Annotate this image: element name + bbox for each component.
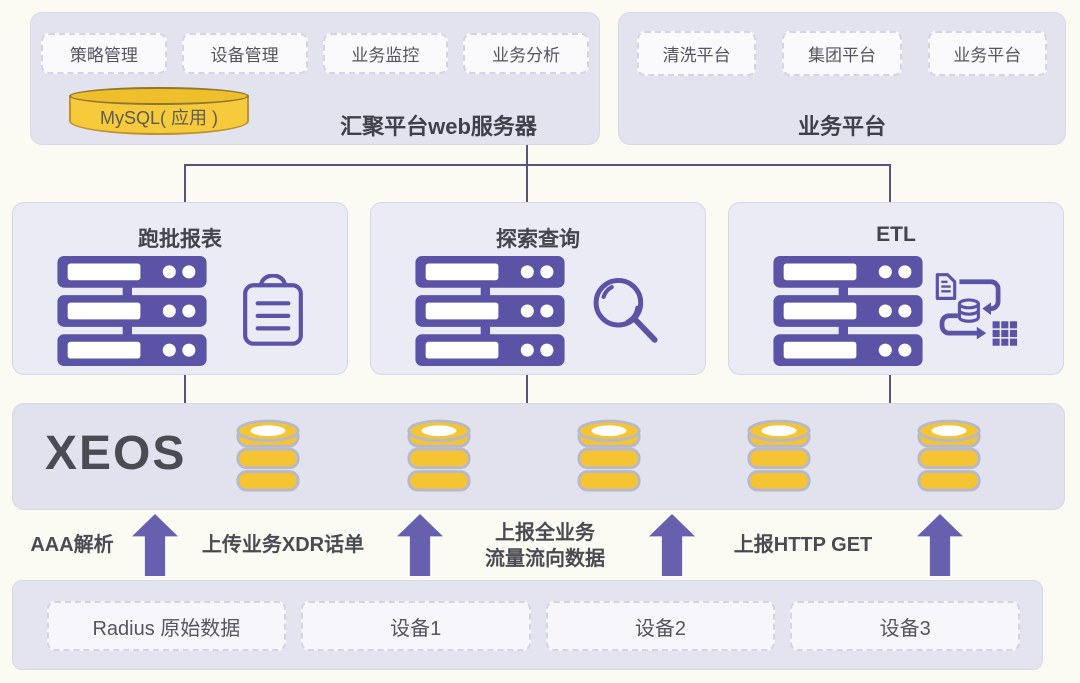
source-label: 设备2 [634,617,686,640]
xeos-band: XEOS [12,403,1065,510]
module-business-analysis: 业务分析 [463,33,589,74]
mysql-cylinder-icon: MySQL( 应用 ) [69,87,249,135]
etl-transform-icon [931,270,1021,357]
etl-box: ETL [728,202,1064,375]
business-platform-title: 业务平台 [797,114,886,139]
server-rack-icon [773,256,923,371]
explore-query-title: 探索查询 [496,228,580,251]
connector-drop-middle [526,164,528,203]
source-device-3: 设备3 [790,601,1021,651]
upload-arrow-icon [649,514,695,576]
source-label: 设备1 [390,617,442,640]
server-rack-icon [415,256,565,371]
connector-to-xeos-right [889,374,891,404]
flow-label-aaa: AAA解析 [30,534,114,556]
database-icon [404,418,474,501]
search-icon [587,273,663,354]
module-label: 业务分析 [492,46,561,65]
database-icon [574,418,644,501]
flow-label-traffic: 上报全业务 流量流向数据 [485,522,605,570]
flow-label-httpget: 上报HTTP GET [733,534,873,556]
module-device-management: 设备管理 [181,33,308,74]
upload-arrow-icon [917,514,963,576]
flow-label-xdr: 上传业务XDR话单 [201,534,365,556]
module-policy-management: 策略管理 [41,33,167,74]
aggregation-platform-panel: 策略管理 设备管理 业务监控 业务分析 MySQL( 应用 ) 汇聚平台web服… [30,12,600,145]
module-label: 策略管理 [69,46,138,65]
database-icon [233,418,303,501]
connector-to-xeos-left [184,374,186,404]
server-rack-icon [57,256,207,371]
mysql-label: MySQL( 应用 ) [99,108,218,128]
module-label: 业务监控 [351,46,420,65]
source-radius: Radius 原始数据 [47,601,286,651]
upload-arrow-icon [397,514,443,576]
module-business-monitoring: 业务监控 [322,33,449,74]
source-device-1: 设备1 [300,601,531,651]
business-platform-panel: 清洗平台 集团平台 业务平台 业务平台 [618,12,1066,145]
source-label: Radius 原始数据 [92,617,241,640]
platform-cleaning: 清洗平台 [637,31,757,76]
connector-horizontal [184,164,891,166]
data-sources-band: Radius 原始数据 设备1 设备2 设备3 [12,580,1043,670]
platform-label: 清洗平台 [662,46,731,65]
module-label: 设备管理 [210,46,279,65]
source-device-2: 设备2 [545,601,776,651]
clipboard-icon [241,273,305,353]
platform-label: 集团平台 [807,46,876,65]
xeos-label: XEOS [45,427,187,480]
aggregation-platform-title: 汇聚平台web服务器 [340,114,537,139]
platform-label: 业务平台 [953,46,1022,65]
database-icon [744,418,814,501]
source-label: 设备3 [879,617,931,640]
connector-drop-left [184,164,186,203]
batch-report-box: 跑批报表 [12,202,348,375]
explore-query-box: 探索查询 [370,202,706,375]
mysql-cylinder-top [69,87,249,105]
platform-business: 业务平台 [927,31,1047,76]
etl-title: ETL [876,223,916,246]
connector-stub-top [526,145,528,165]
connector-to-xeos-middle [526,374,528,404]
database-icon [914,418,984,501]
connector-drop-right [889,164,891,203]
batch-report-title: 跑批报表 [138,228,222,251]
platform-group: 集团平台 [782,31,902,76]
upload-arrow-icon [132,514,178,576]
